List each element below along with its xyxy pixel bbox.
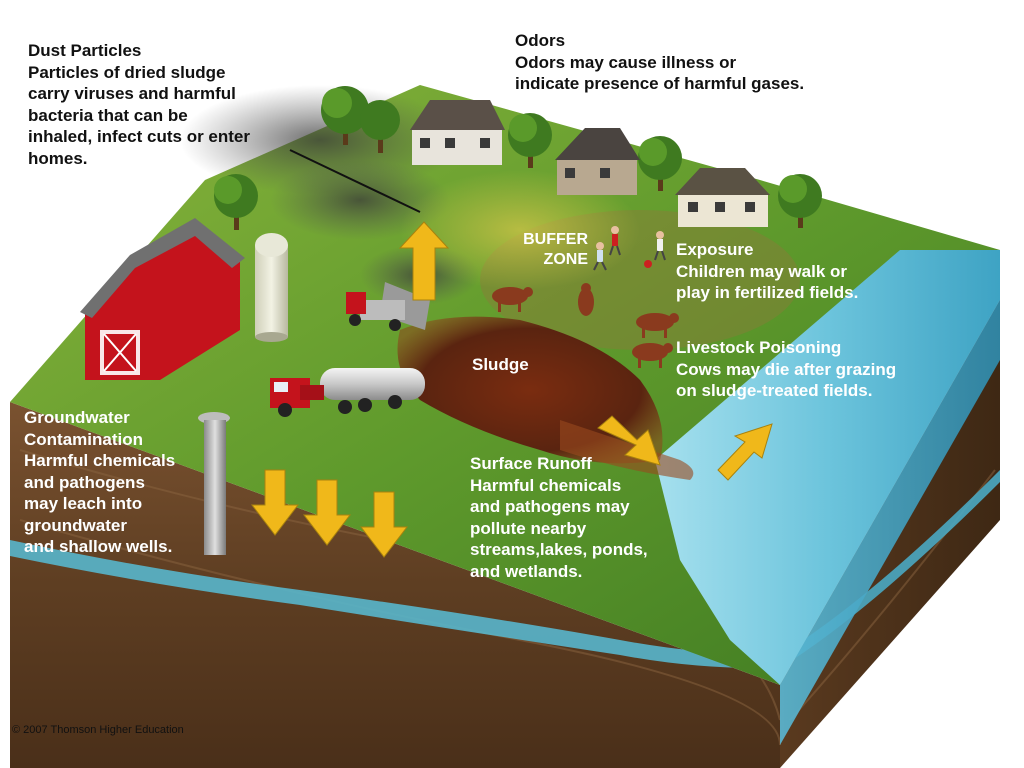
dust-particles-line: carry viruses and harmful [28,84,236,103]
buffer-zone-label: BUFFER ZONE [500,230,588,270]
dust-pointer-line [289,149,421,213]
up-right-arrow-icon [717,423,773,481]
buffer-zone-line: ZONE [543,251,588,268]
exposure-label: Exposure Children may walk or play in fe… [676,239,858,304]
cows [492,283,679,368]
cow-icon [492,287,533,312]
groundwater-line: Contamination [24,429,143,449]
dust-particles-label: Dust Particles Particles of dried sludge… [28,40,250,169]
cow-icon [636,313,679,338]
sludge-title: Sludge [472,355,529,374]
up-arrow-icon [398,221,450,301]
runoff-line: Harmful chemicals [470,475,622,495]
odors-label: Odors Odors may cause illness or indicat… [515,30,804,95]
groundwater-line: and pathogens [24,472,145,492]
stream-water-side [780,300,1000,745]
soil-front-face [10,402,780,768]
trees [214,86,822,230]
surface-runoff-label: Surface Runoff Harmful chemicals and pat… [470,453,648,582]
barn-icon [80,218,245,380]
exposure-line: play in fertilized fields. [676,283,859,302]
odors-line: Odors may cause illness or [515,52,737,72]
exposure-line: Children may walk or [676,261,847,281]
ball-icon [644,260,652,268]
livestock-title: Livestock Poisoning [676,338,842,357]
dust-particles-title: Dust Particles [28,41,142,60]
house-icon [410,100,505,165]
runoff-line: and wetlands. [470,561,583,581]
down-arrow-icon [250,469,300,536]
groundwater-line: may leach into [24,494,143,513]
tree-icon [214,174,258,230]
groundwater-line: Harmful chemicals [24,451,176,470]
runoff-line: streams,lakes, ponds, [470,540,648,559]
odor-haze [400,170,640,290]
groundwater-line: and shallow wells. [24,537,173,556]
livestock-poisoning-label: Livestock Poisoning Cows may die after g… [676,337,896,402]
runoff-line: and pathogens may [470,497,630,516]
sludge-spread [397,316,663,464]
livestock-line: Cows may die after grazing [676,359,897,379]
tree-icon [360,100,400,153]
exposure-title: Exposure [676,240,754,259]
odors-title: Odors [515,31,566,50]
stream-water [655,250,1000,685]
dust-particles-line: homes. [28,148,88,168]
cow-icon [632,343,673,368]
arrows [250,221,773,558]
runoff-arrow-icon [597,415,661,466]
children [593,226,666,271]
down-arrow-icon [302,479,352,546]
tree-icon [638,136,682,191]
dust-particles-line: Particles of dried sludge [28,62,226,82]
sludge-label: Sludge [472,354,529,376]
groundwater-title: Groundwater [24,408,130,427]
dust-particles-line: inhaled, infect cuts or enter [28,127,250,146]
copyright-notice: © 2007 Thomson Higher Education [12,724,184,736]
runoff-line: pollute nearby [470,518,587,538]
child-icon [654,231,666,261]
buffer-zone-line: BUFFER [523,231,588,248]
down-arrow-icon [359,491,409,558]
groundwater-line: groundwater [24,515,127,535]
odors-line: indicate presence of harmful gases. [515,74,805,93]
child-icon [609,226,621,256]
runoff-title: Surface Runoff [470,454,592,473]
dump-truck-icon [346,282,430,331]
livestock-line: on sludge-treated fields. [676,381,873,400]
tree-icon [778,174,822,228]
well-pipe-icon [198,412,230,555]
tree-icon [321,86,369,145]
tree-icon [508,113,552,168]
dust-particles-line: bacteria that can be [28,105,188,125]
house-icon [555,128,640,195]
cow-icon [578,283,594,316]
child-icon [593,242,607,271]
house-icon [675,168,770,227]
groundwater-contamination-label: Groundwater Contamination Harmful chemic… [24,407,175,558]
silo-icon [255,233,288,342]
groundwater-layer [10,540,780,669]
tanker-truck-icon [270,368,425,417]
